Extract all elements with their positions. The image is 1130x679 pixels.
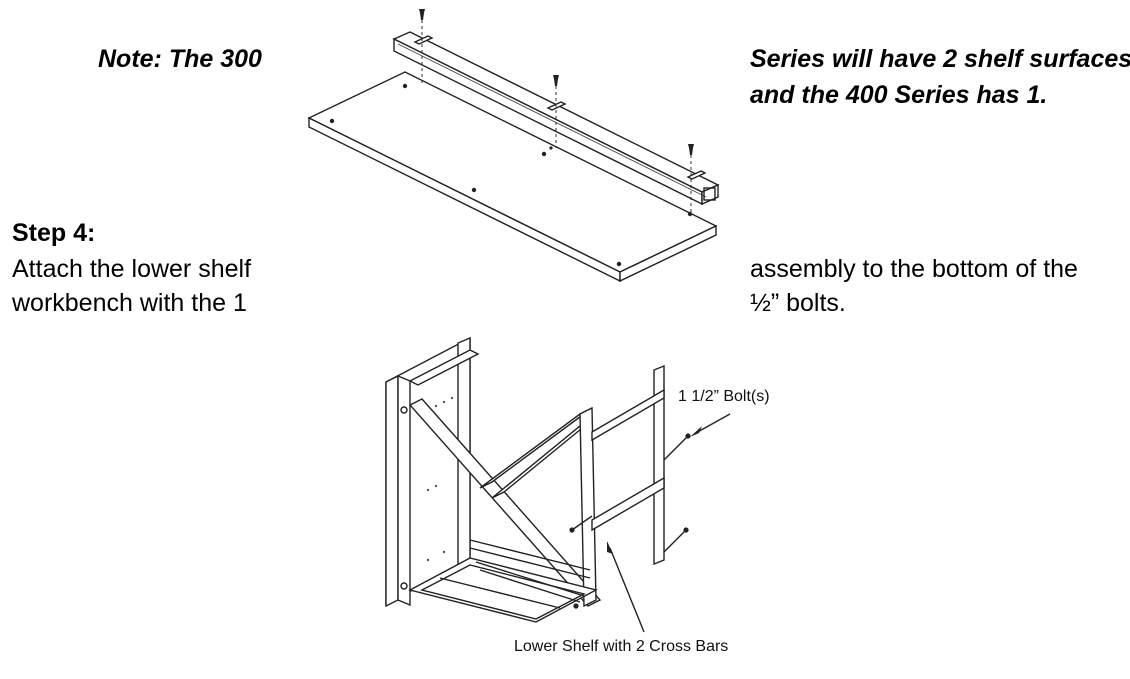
bolt-callout-label: 1 1/2” Bolt(s) xyxy=(678,388,770,405)
lower-shelf-callout-label: Lower Shelf with 2 Cross Bars xyxy=(514,638,728,655)
note-right-line-1: Series will have 2 shelf surfaces xyxy=(750,45,1130,73)
step-right-line-1: assembly to the bottom of the xyxy=(750,255,1078,283)
step-heading: Step 4: xyxy=(12,219,96,247)
step-right-line-2: ½” bolts. xyxy=(750,289,846,317)
note-left-text: Note: The 300 xyxy=(98,45,262,73)
step-left-line-2: workbench with the 1 xyxy=(12,289,247,317)
note-right-line-2: and the 400 Series has 1. xyxy=(750,81,1048,109)
step-left-line-1: Attach the lower shelf xyxy=(12,255,252,283)
